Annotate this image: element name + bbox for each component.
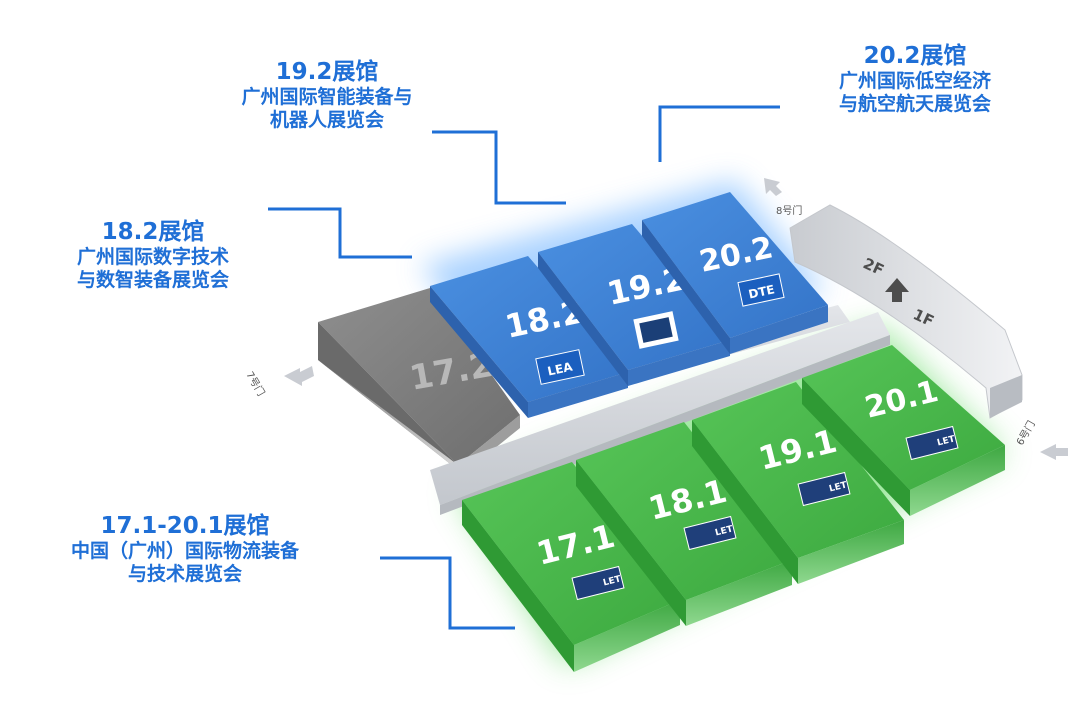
hall-block-20-1 <box>802 345 1005 516</box>
label-19-2: 19.2展馆 广州国际智能装备与 机器人展览会 <box>196 58 458 132</box>
gate-7-arrow-icon <box>284 366 314 386</box>
let-logo-text-20-1: LET <box>936 434 957 448</box>
dte-logo-icon <box>737 273 785 307</box>
up-arrow-icon <box>885 278 909 302</box>
robot-expo-logo-icon <box>633 311 679 349</box>
label-17-1-20-1-line2: 与技术展览会 <box>127 563 242 586</box>
lea-logo-icon <box>535 349 585 385</box>
gate-6-label: 6号门 <box>1013 418 1037 447</box>
gate-7-label: 7号门 <box>243 369 267 398</box>
hall-block-19-2 <box>538 224 730 386</box>
label-17-1-20-1-line1: 中国（广州）国际物流装备 <box>70 540 299 563</box>
floor-ramp <box>789 204 1023 419</box>
leader-line-17-1-20-1 <box>380 556 515 630</box>
label-18-2-line2: 与数智装备展览会 <box>76 269 229 292</box>
let-logo-text-17-1: LET <box>602 574 623 588</box>
label-20-2-title: 20.2展馆 <box>863 43 967 69</box>
label-17-1-20-1: 17.1-20.1展馆 中国（广州）国际物流装备 与技术展览会 <box>40 512 330 586</box>
label-18-2-line1: 广州国际数字技术 <box>76 246 229 269</box>
hall-block-19-1 <box>692 382 904 584</box>
label-20-2: 20.2展馆 广州国际低空经济 与航空航天展览会 <box>795 42 1035 116</box>
label-18-2: 18.2展馆 广州国际数字技术 与数智装备展览会 <box>38 218 268 292</box>
hall-block-18-1 <box>576 422 792 626</box>
let-logo-text-18-1: LET <box>714 524 735 538</box>
leader-line-19-2 <box>432 130 566 205</box>
gate-8-label: 8号门 <box>776 204 802 217</box>
let-logo-icon <box>571 425 959 601</box>
label-20-2-line2: 与航空航天展览会 <box>838 93 991 116</box>
lea-logo-text: LEA <box>546 359 574 378</box>
hall-block-20-2 <box>642 192 828 354</box>
label-19-2-title: 19.2展馆 <box>275 59 379 85</box>
label-17-1-20-1-title: 17.1-20.1展馆 <box>100 513 270 539</box>
label-20-2-line1: 广州国际低空经济 <box>838 70 991 93</box>
dte-logo-text: DTE <box>747 282 776 301</box>
leader-line-20-2 <box>658 105 780 162</box>
gate-6-arrow-icon <box>1040 444 1068 460</box>
hall-block-17-1 <box>462 462 680 672</box>
let-logo-text-19-1: LET <box>828 480 849 494</box>
label-19-2-line1: 广州国际智能装备与 <box>241 86 413 109</box>
label-19-2-line2: 机器人展览会 <box>269 109 384 132</box>
label-18-2-title: 18.2展馆 <box>101 219 205 245</box>
leader-lines <box>268 105 780 630</box>
gate-8-arrow-icon <box>764 178 782 196</box>
leader-line-18-2 <box>268 207 412 259</box>
